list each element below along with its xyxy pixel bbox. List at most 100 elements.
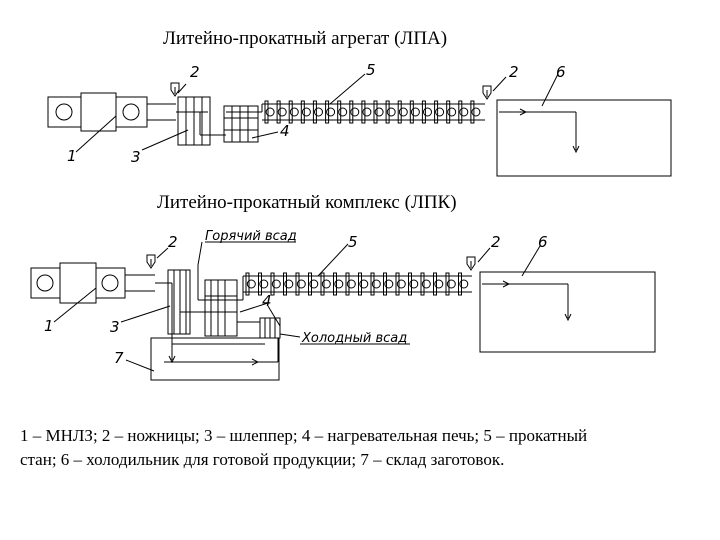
lpa-mill-roll: [362, 107, 372, 117]
lpa-caster: [47, 92, 176, 132]
lpa-label-2b: 2: [509, 63, 519, 81]
lpk-mill-roll: [321, 279, 331, 289]
lpk-mill-roll: [409, 279, 419, 289]
lpk-label-2a: 2: [168, 233, 178, 251]
lpk-mill-stand: [245, 272, 250, 296]
lpk-mill-roll: [459, 279, 469, 289]
lpk-furnace: [197, 265, 244, 337]
lpa-mill-stand: [458, 100, 463, 124]
lpk-mill-stand: [420, 272, 425, 296]
lpa-shears-1: [170, 82, 180, 97]
lpa-mill-stand: [288, 100, 293, 124]
lpk-mill-roll: [434, 279, 444, 289]
diagram-title-lpa: Литейно-прокатный агрегат (ЛПА): [163, 28, 448, 49]
lpk-mill-roll: [271, 279, 281, 289]
lpk-mill-stand: [458, 272, 462, 296]
lpa-mill-roll: [265, 107, 275, 117]
lpa-mill-roll: [350, 107, 360, 117]
lpa-rolling-mill: [262, 100, 485, 124]
lpa-mill-stand: [397, 100, 402, 124]
lpk-mill-roll: [421, 279, 431, 289]
lpk-shears-1: [146, 254, 156, 269]
lpk-label-7: 7: [114, 349, 124, 367]
lpk-caster: [30, 262, 155, 304]
lpk-mill-roll: [359, 279, 369, 289]
lpk-mill-roll: [384, 279, 394, 289]
lpk-mill-roll: [296, 279, 306, 289]
lpa-label-1: 1: [67, 147, 77, 165]
lpk-mill-roll: [446, 279, 456, 289]
lpa-shears-2: [482, 85, 492, 100]
lpa-mill-roll: [471, 107, 481, 117]
lpa-diagram: [47, 73, 672, 177]
lpa-mill-stand: [349, 100, 354, 124]
lpk-label-4: 4: [262, 292, 272, 310]
lpk-cooler: [479, 271, 656, 353]
lpa-mill-stand: [312, 100, 317, 124]
lpk-mill-stand: [345, 272, 350, 296]
lpk-mill-roll: [259, 279, 269, 289]
lpa-mill-stand: [337, 100, 342, 124]
lpa-furnace: [223, 104, 263, 143]
lpa-mill-roll: [289, 107, 299, 117]
legend: 1 – МНЛЗ; 2 – ножницы; 3 – шлеппер; 4 – …: [20, 424, 710, 472]
lpa-mill-roll: [459, 107, 469, 117]
lpk-mill-stand: [383, 272, 387, 296]
lpk-mill-stand: [445, 272, 450, 296]
lpa-mill-roll: [423, 107, 432, 117]
lpk-mill-stand: [270, 272, 275, 296]
lpa-label-5: 5: [366, 61, 376, 79]
lpk-label-2b: 2: [491, 233, 501, 251]
lpa-mill-roll: [386, 107, 396, 117]
lpa-mill-roll: [301, 107, 311, 117]
lpk-shlepper: [155, 269, 265, 345]
lpk-rolling-mill: [243, 272, 472, 296]
lpa-mill-stand: [276, 100, 281, 124]
lpk-mill-stand: [320, 272, 325, 296]
lpk-mill-roll: [309, 279, 319, 289]
lpa-mill-stand: [373, 100, 378, 124]
lpk-mill-stand: [308, 272, 312, 296]
lpk-mill-stand: [358, 272, 362, 296]
lpa-mill-roll: [410, 107, 420, 117]
lpa-cooler: [496, 99, 672, 177]
lpk-mill-roll: [284, 279, 294, 289]
lpa-label-2a: 2: [190, 63, 200, 81]
lpk-label-1: 1: [44, 317, 54, 335]
lpa-mill-roll: [374, 107, 384, 117]
lpk-mill-roll: [371, 279, 381, 289]
lpk-cold-charge-unit: [237, 317, 281, 362]
lpk-mill-roll: [346, 279, 356, 289]
lpk-label-6: 6: [538, 233, 548, 251]
lpa-mill-roll: [277, 107, 287, 117]
lpa-label-6: 6: [556, 63, 566, 81]
lpa-mill-stand: [300, 100, 305, 124]
lpa-mill-stand: [264, 100, 269, 124]
lpa-mill-stand: [409, 100, 414, 124]
lpa-mill-stand: [421, 100, 426, 124]
legend-line-1: 1 – МНЛЗ; 2 – ножницы; 3 – шлеппер; 4 – …: [20, 426, 588, 445]
lpa-mill-stand: [470, 100, 475, 124]
lpa-mill-stand: [434, 100, 439, 124]
lpa-mill-roll: [338, 107, 348, 117]
lpa-label-4: 4: [280, 122, 290, 140]
lpa-mill-roll: [326, 107, 336, 117]
lpk-mill-stand: [295, 272, 300, 296]
lpa-mill-stand: [361, 100, 366, 124]
lpk-mill-stand: [333, 272, 337, 296]
diagram-title-lpk: Литейно-прокатный комплекс (ЛПК): [157, 192, 457, 213]
lpk-mill-roll: [396, 279, 406, 289]
lpa-label-3: 3: [131, 148, 141, 166]
lpk-mill-stand: [395, 272, 400, 296]
lpa-shlepper: [176, 96, 226, 146]
lpk-mill-stand: [408, 272, 412, 296]
lpk-diagram: [30, 241, 656, 381]
lpa-mill-stand: [385, 100, 390, 124]
lpk-shears-2: [466, 256, 476, 271]
hot-charge-label: Горячий всад: [205, 229, 297, 244]
lpk-mill-stand: [370, 272, 375, 296]
lpk-mill-roll: [246, 279, 256, 289]
lpk-mill-stand: [433, 272, 437, 296]
lpk-billet-storage: [150, 337, 280, 381]
lpa-mill-roll: [398, 107, 408, 117]
